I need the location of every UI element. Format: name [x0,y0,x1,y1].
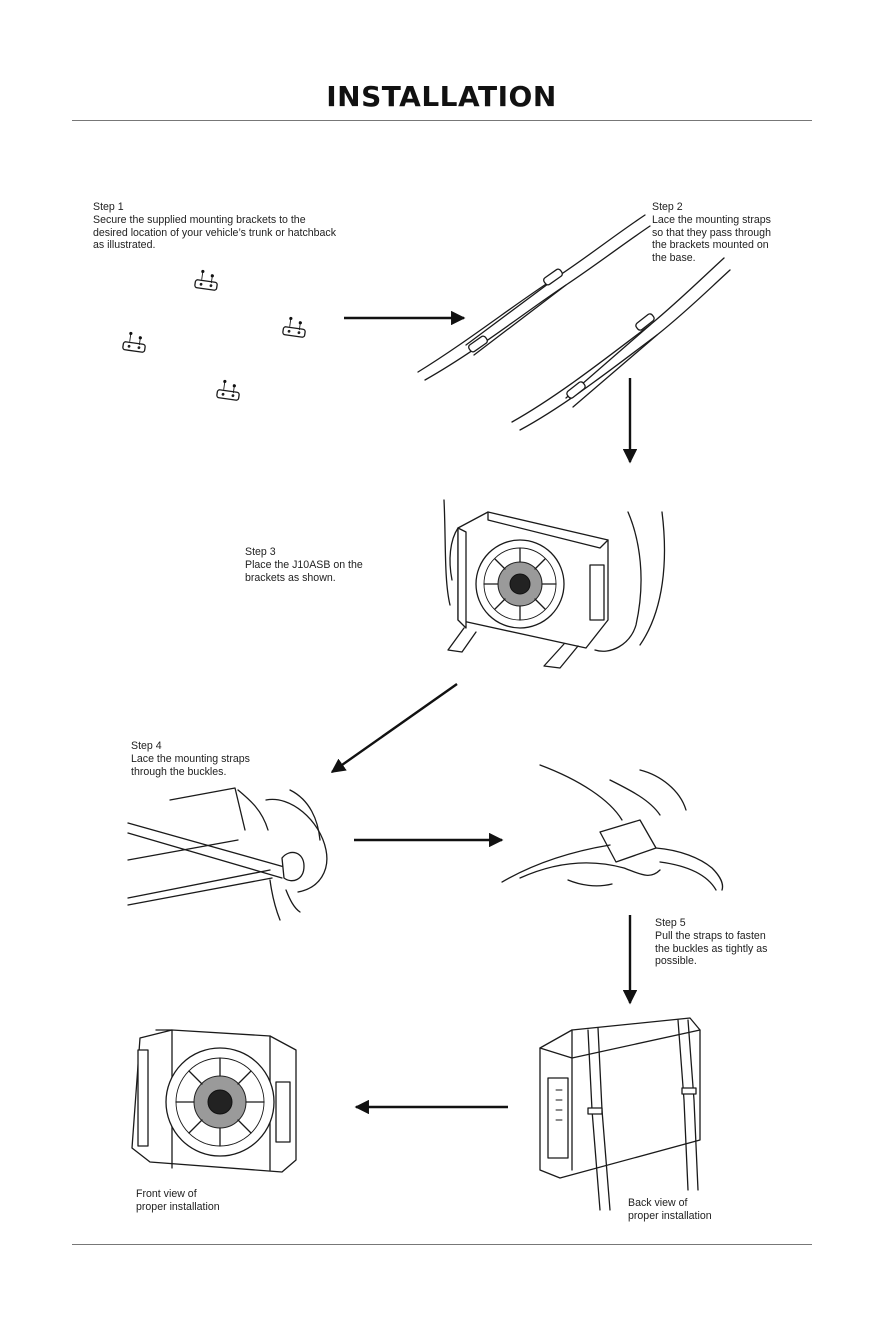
back-view-box [539,1017,701,1211]
front-view-box [131,1029,297,1173]
step-5-pulling [501,764,724,891]
step-5-line: the buckles as tightly as [655,942,768,955]
step-1-line: desired location of your vehicle’s trunk… [93,226,337,239]
step-5-label: Step 5 [655,917,686,929]
front-view-caption: Front view of proper installation [136,1188,220,1214]
step-3-line: Place the J10ASB on the [245,558,363,571]
step-1-brackets [121,268,308,402]
step-5-caption: Step 5 Pull the straps to fasten the buc… [655,917,767,968]
step-2-line: the base. [652,252,696,265]
step-2-line: the brackets mounted on [652,239,769,252]
step-2-line: Lace the mounting straps [652,213,771,226]
step-5-line: Pull the straps to fasten [655,929,766,942]
front-view-line: proper installation [136,1200,220,1213]
step-2-line: so that they pass through [652,226,771,239]
step-4-line: Lace the mounting straps [131,752,250,765]
step-5-line: possible. [655,955,697,968]
step-4-label: Step 4 [131,740,162,752]
step-2-label: Step 2 [652,201,683,213]
step-1-line: as illustrated. [93,239,156,252]
flow-arrows [330,310,638,1115]
step-2-straps [417,214,731,431]
top-divider [72,120,812,121]
arrow-step3-to-step4 [330,683,458,773]
bottom-divider [72,1244,812,1245]
step-1-caption: Step 1 Secure the supplied mounting brac… [93,201,336,252]
step-1-line: Secure the supplied mounting brackets to… [93,213,306,226]
back-view-line: proper installation [628,1209,712,1222]
step-4-line: through the buckles. [131,765,227,778]
back-view-line: Back view of [628,1197,688,1209]
step-1-label: Step 1 [93,201,124,213]
front-view-line: Front view of [136,1188,197,1200]
back-view-caption: Back view of proper installation [628,1197,712,1223]
step-3-line: brackets as shown. [245,571,336,584]
page-title: INSTALLATION [326,80,557,113]
step-3-subwoofer [443,499,666,669]
step-3-label: Step 3 [245,546,276,558]
step-4-caption: Step 4 Lace the mounting straps through … [131,740,250,778]
step-2-caption: Step 2 Lace the mounting straps so that … [652,201,771,265]
step-4-lacing [127,787,328,921]
step-3-caption: Step 3 Place the J10ASB on the brackets … [245,546,363,584]
